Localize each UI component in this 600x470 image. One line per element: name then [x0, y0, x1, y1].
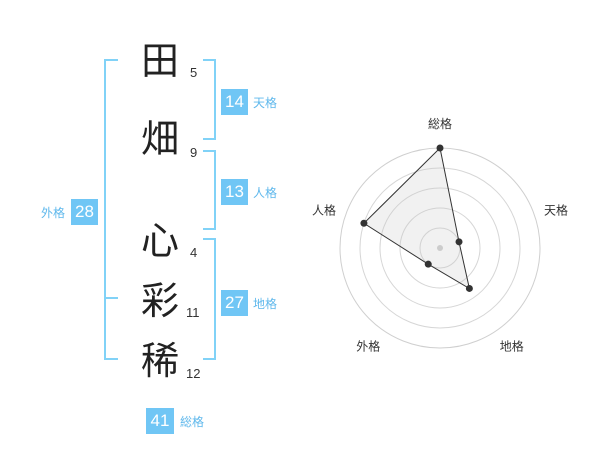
- stroke-count-3: 4: [190, 245, 198, 260]
- radar-ring-3: [379, 187, 501, 309]
- radar-point-3: [465, 284, 473, 292]
- jinkaku-badge: 13: [221, 179, 248, 205]
- jinkaku-bracket: [203, 150, 216, 230]
- char-2: 畑: [141, 117, 180, 161]
- radar-point-2: [455, 238, 463, 246]
- stroke-count-5: 12: [186, 366, 201, 381]
- jinkaku-label: 人格: [253, 186, 278, 200]
- radar-axis-label-1: 総格: [428, 116, 452, 131]
- radar-ring-4: [359, 167, 521, 329]
- gaikaku-bracket-divider: [104, 297, 118, 299]
- radar-axis-label-2: 天格: [544, 202, 568, 217]
- radar-series-polygon: [363, 146, 471, 290]
- soukaku-label: 総格: [180, 415, 205, 429]
- stroke-count-2: 9: [190, 145, 198, 160]
- char-4: 彩: [141, 279, 180, 323]
- radar-axis-label-4: 外格: [356, 339, 380, 354]
- radar-ring-2: [399, 207, 481, 289]
- stroke-count-4: 11: [186, 305, 200, 320]
- char-5: 稀: [141, 339, 180, 383]
- gaikaku-bracket: [104, 59, 118, 360]
- radar-point-4: [424, 260, 432, 268]
- radar-point-5: [360, 219, 368, 227]
- gaikaku-label: 外格: [41, 206, 66, 220]
- chikaku-label: 地格: [253, 297, 278, 311]
- chikaku-bracket: [203, 238, 216, 360]
- soukaku-badge: 41: [146, 408, 174, 434]
- char-1: 田: [141, 39, 180, 83]
- char-3: 心: [141, 219, 180, 263]
- radar-axis-label-5: 人格: [312, 202, 336, 217]
- stroke-count-1: 5: [190, 65, 198, 80]
- radar-point-1: [436, 144, 444, 152]
- tenkaku-badge: 14: [221, 89, 248, 115]
- gaikaku-badge: 28: [71, 199, 98, 225]
- radar-axis-label-3: 地格: [500, 339, 524, 354]
- chikaku-badge: 27: [221, 290, 248, 316]
- tenkaku-bracket: [203, 59, 216, 140]
- tenkaku-label: 天格: [253, 96, 278, 110]
- radar-center-dot: [437, 245, 443, 251]
